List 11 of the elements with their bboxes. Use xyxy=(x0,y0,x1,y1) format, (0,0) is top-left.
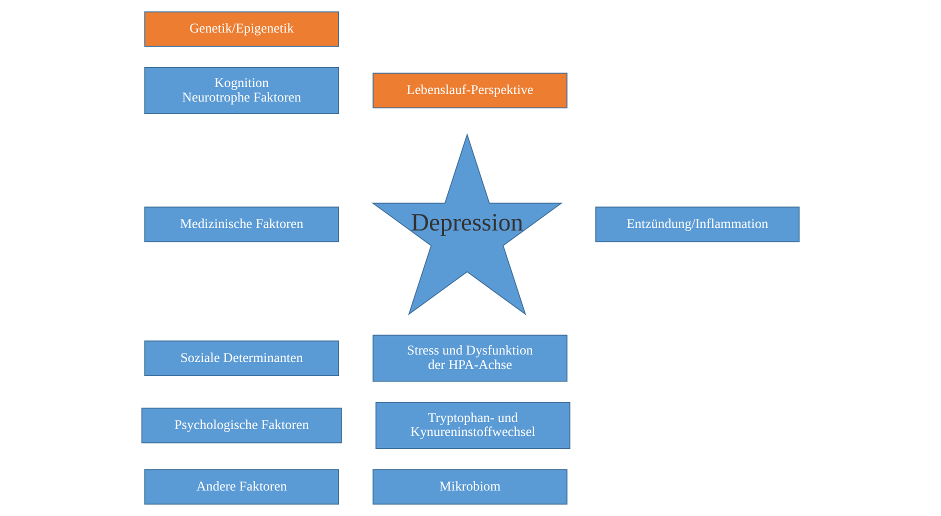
node-box: Kognition Neurotrophe Faktoren xyxy=(144,67,340,114)
node-box: Stress und Dysfunktion der HPA-Achse xyxy=(372,334,568,382)
node-box: Medizinische Faktoren xyxy=(144,206,340,242)
node-box: Soziale Determinanten xyxy=(144,340,340,376)
node-box: Genetik/Epigenetik xyxy=(144,11,340,47)
node-box: Lebenslauf-Perspektive xyxy=(372,72,568,108)
node-box: Psychologische Faktoren xyxy=(141,408,342,444)
node-box: Andere Faktoren xyxy=(144,469,340,505)
node-box: Tryptophan- und Kynureninstoffwechsel xyxy=(376,402,570,449)
node-box: Entzündung/Inflammation xyxy=(595,206,800,242)
node-box: Mikrobiom xyxy=(372,469,568,505)
